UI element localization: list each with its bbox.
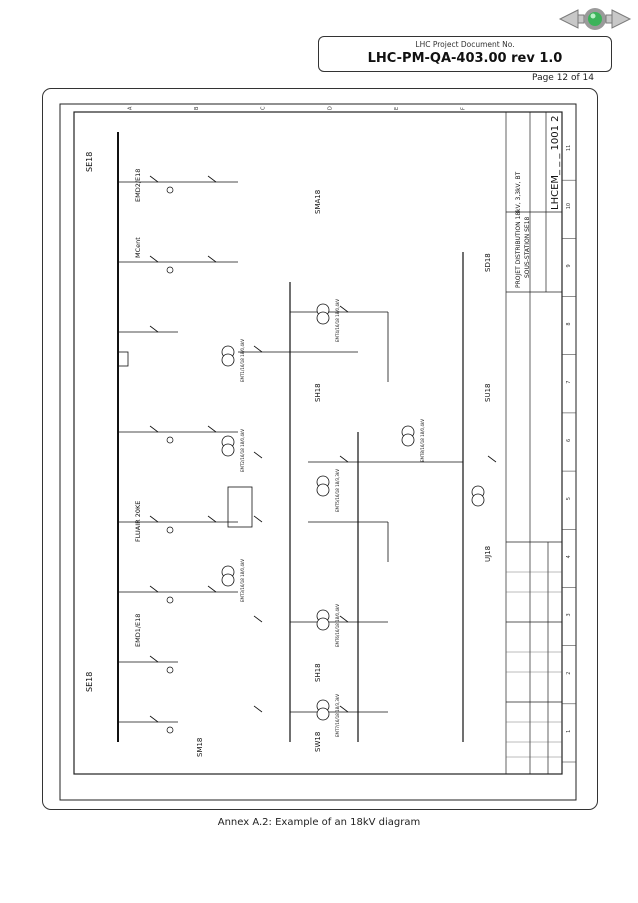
- row-letter: E: [394, 107, 400, 110]
- transformer-label: EMT5/16/18 18/3,3kV: [335, 469, 340, 512]
- forward-arrow-icon[interactable]: [605, 9, 632, 29]
- transformer-label: EMT1/16/18 18/0,4kV: [240, 339, 245, 382]
- column-number: 1: [566, 730, 572, 733]
- transformer-label: EMT7/16/18 18/3,3kV: [335, 694, 340, 737]
- transformer-label: EMT6/16/18 18/0,4kV: [335, 604, 340, 647]
- back-arrow-icon[interactable]: [558, 9, 585, 29]
- column-number: 7: [566, 381, 572, 384]
- zone-label: SD18: [484, 253, 492, 272]
- transformer-label: EMT8/16/18 18/0,4kV: [420, 419, 425, 462]
- navigation-controls: [556, 6, 634, 32]
- row-letter: C: [261, 106, 267, 110]
- feeder-label: MCent: [134, 237, 142, 258]
- home-icon[interactable]: [584, 8, 606, 30]
- zone-label: SU18: [484, 384, 492, 402]
- document-number: LHC-PM-QA-403.00 rev 1.0: [367, 51, 563, 66]
- page-number: Page 12 of 14: [532, 73, 594, 83]
- feeder-label: EMD1/E18: [134, 614, 142, 647]
- row-letter: F: [461, 107, 467, 110]
- transformer-label: EMT2/16/18 18/0,4kV: [240, 429, 245, 472]
- feeder-label: EMD2/E18: [134, 169, 142, 202]
- title-block-line1: PROJET DISTRIBUTION 18kV, 3,3kV, BT: [515, 171, 522, 288]
- zone-label: SH18: [314, 663, 322, 682]
- column-number: 3: [566, 613, 572, 616]
- title-block-line2: SOUS-STATION SE18: [524, 216, 531, 278]
- zone-label: SMA18: [314, 190, 322, 214]
- transformer-label: EMT4/16/18 18/0,4kV: [335, 299, 340, 342]
- row-letter: A: [127, 106, 133, 110]
- zone-label: SW18: [314, 732, 322, 752]
- feeder-label: FLUAIR 20KE: [134, 501, 142, 542]
- document-number-box: LHC Project Document No. LHC-PM-QA-403.0…: [318, 36, 612, 72]
- column-number: 2: [566, 672, 572, 675]
- zone-label: SE18: [85, 152, 94, 172]
- electrical-diagram: PROJET DISTRIBUTION 18kV, 3,3kV, BT SOUS…: [58, 102, 578, 802]
- column-number: 6: [566, 439, 572, 442]
- figure-frame: [42, 88, 598, 810]
- column-number: 4: [566, 555, 572, 558]
- zone-label: UJ18: [484, 546, 492, 562]
- row-letter: D: [327, 106, 333, 110]
- column-number: 10: [566, 203, 572, 209]
- transformer-label: EMT3/16/18 18/0,4kV: [240, 559, 245, 602]
- zone-label: SE18: [85, 672, 94, 692]
- zone-label: SH18: [314, 383, 322, 402]
- figure-caption: Annex A.2: Example of an 18kV diagram: [217, 817, 421, 828]
- title-block-sheet: LHCEM_ _ _ 1001 2: [550, 115, 561, 210]
- column-number: 8: [566, 322, 572, 325]
- column-number: 9: [566, 264, 572, 267]
- column-number: 11: [566, 145, 572, 151]
- zone-label: SM18: [196, 738, 204, 757]
- document-number-label: LHC Project Document No.: [415, 40, 515, 49]
- column-number: 5: [566, 497, 572, 500]
- row-letter: B: [194, 106, 200, 110]
